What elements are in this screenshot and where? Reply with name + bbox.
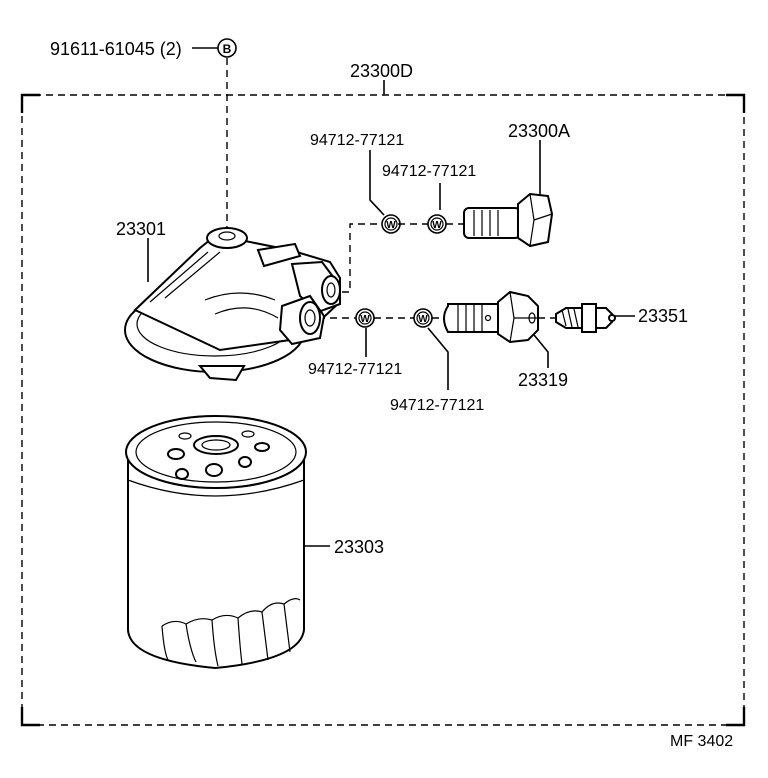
washer-top-left: W [381, 214, 401, 234]
washer-letter: W [432, 220, 442, 231]
washer-bottom-left: W [355, 308, 375, 328]
union-bolt-illustration [463, 192, 554, 248]
bracket-part-number: 23301 [116, 219, 166, 239]
washer-top-left-part-number: 94712-77121 [310, 132, 404, 149]
leader-lines [147, 47, 635, 547]
washer-bottom-right-part-number: 94712-77121 [390, 397, 484, 414]
hollow-bolt-illustration [443, 290, 539, 344]
bolt-b-marker: B [217, 38, 237, 58]
assembly-part-number: 23300D [350, 61, 413, 81]
screw-illustration [555, 303, 616, 333]
washer-letter: W [386, 220, 396, 231]
filter-part-number: 23303 [334, 537, 384, 557]
washer-bottom-right: W [413, 308, 433, 328]
screw-part-number: 23351 [638, 306, 688, 326]
assembly-boundary [20, 80, 746, 727]
hollow-bolt-part-number: 23319 [518, 370, 568, 390]
bolt-b-part-number: 91611-61045 (2) [50, 39, 182, 59]
washer-top-right: W [427, 214, 447, 234]
washer-letter: W [418, 314, 428, 325]
bolt-b-letter: B [223, 42, 232, 56]
washer-bottom-left-part-number: 94712-77121 [308, 361, 402, 378]
reference-code: MF 3402 [670, 733, 733, 750]
oil-filter-illustration [125, 415, 307, 670]
washer-letter: W [360, 314, 370, 325]
union-bolt-part-number: 23300A [508, 121, 570, 141]
washer-top-right-part-number: 94712-77121 [382, 163, 476, 180]
filter-bracket-illustration [124, 227, 341, 382]
